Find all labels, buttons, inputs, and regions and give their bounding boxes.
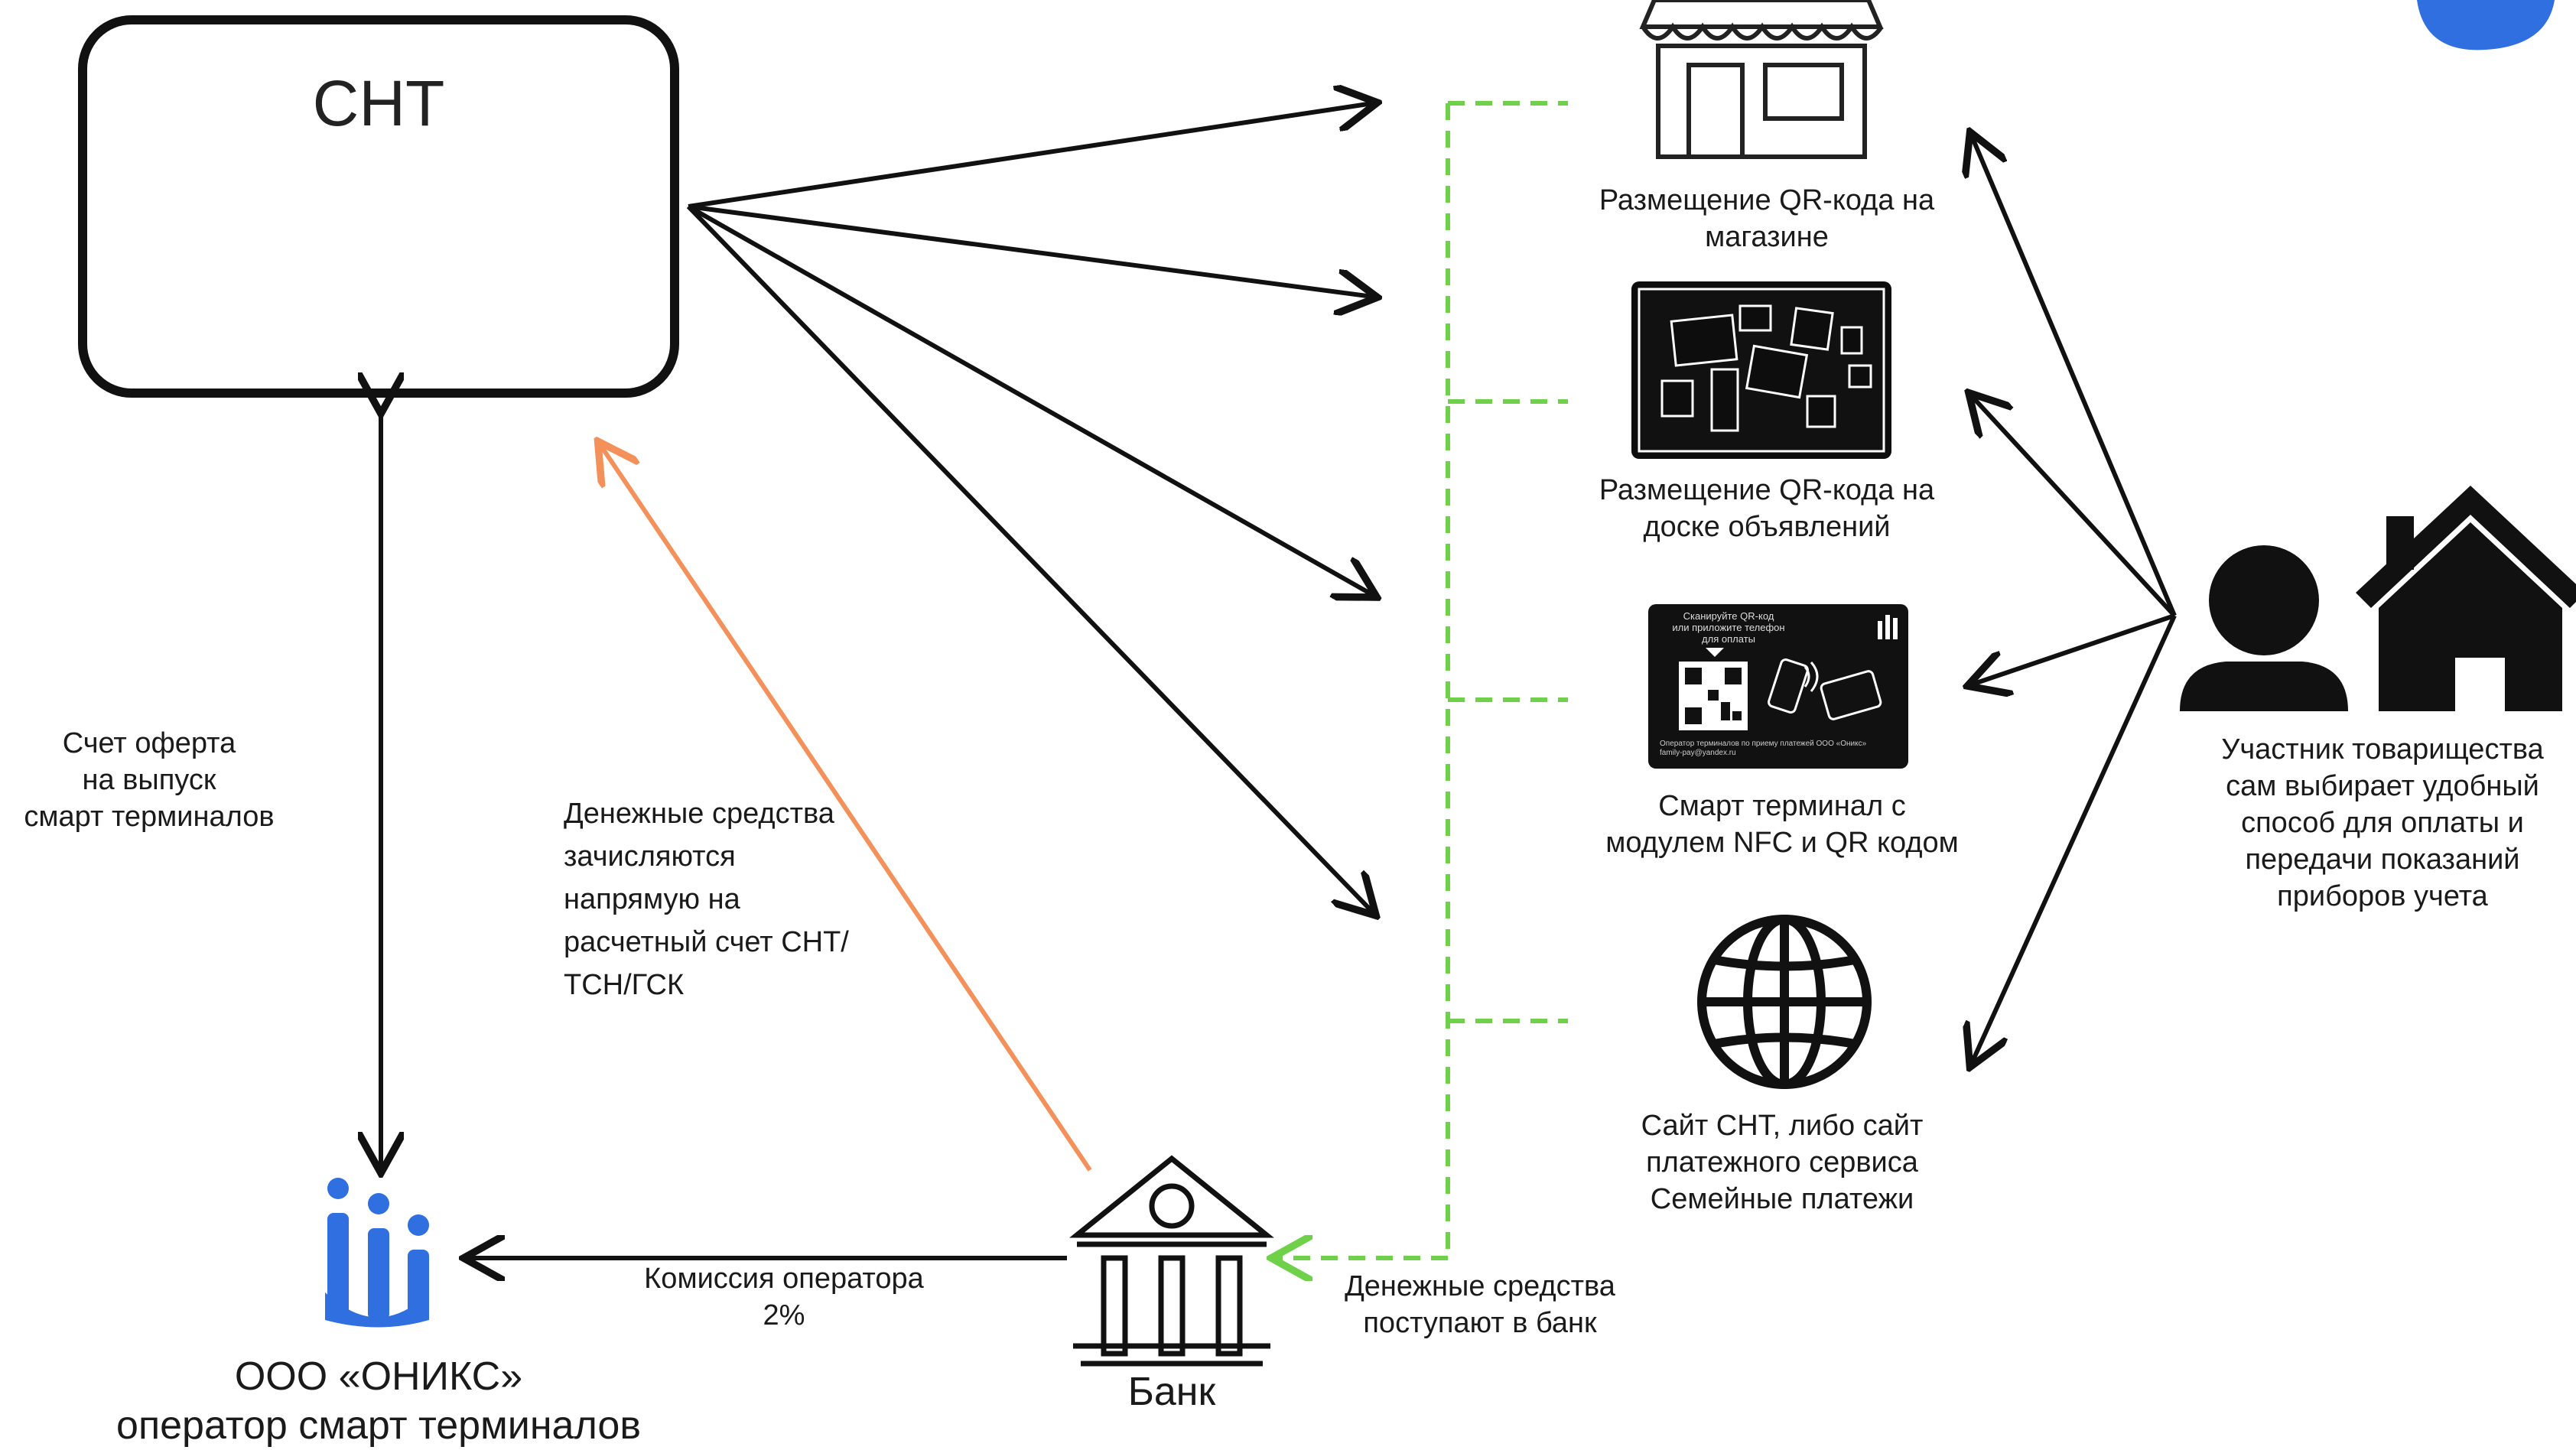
member-icon — [2180, 545, 2348, 711]
commission-label: Комиссия оператора 2% — [644, 1263, 924, 1331]
terminal-card-footer-text: Оператор терминалов по приему платежей О… — [1660, 740, 1867, 748]
onyx-label: ООО «ОНИКС» оператор смарт терминалов — [116, 1354, 641, 1448]
house-icon — [2356, 486, 2576, 711]
terminal-card-line1: Сканируйте QR-код — [1683, 610, 1774, 622]
terminal-card-text: Сканируйте QR-код или приложите телефон … — [1648, 610, 1809, 645]
offer-label: Счет оферта на выпуск смарт терминалов — [24, 727, 275, 833]
terminal-card-line2: или приложите телефон — [1672, 622, 1785, 633]
arrow-snt-to-terminal — [687, 204, 1373, 595]
arrow-member-to-site — [1972, 614, 2177, 1063]
noticeboard-icon — [1631, 281, 1891, 459]
snt-title: СНТ — [312, 67, 445, 139]
globe-icon — [1697, 915, 1872, 1089]
channel-label-terminal: Смарт терминал с модулем NFC и QR кодом — [1605, 790, 1959, 859]
bank-icon — [1069, 1155, 1274, 1367]
arrow-member-to-board — [1972, 396, 2177, 618]
channel-label-board: Размещение QR-кода на доске объявлений — [1599, 474, 1935, 543]
terminal-card-email: family-pay@yandex.ru — [1660, 749, 1736, 757]
store-icon — [1639, 0, 1884, 159]
bank-label: Банк — [1127, 1370, 1216, 1414]
arrow-member-to-terminal — [1972, 613, 2175, 684]
funds-bank-label: Денежные средства поступают в банк — [1345, 1270, 1615, 1339]
arrow-snt-to-site — [686, 204, 1373, 912]
arrow-member-to-store — [1972, 136, 2177, 617]
arrow-bank-to-snt — [600, 445, 1092, 1172]
snt-box: СНТ — [78, 15, 679, 398]
onyx-logo-icon — [325, 1178, 429, 1328]
channel-label-store: Размещение QR-кода на магазине — [1599, 184, 1935, 253]
arrow-snt-to-board — [688, 204, 1373, 297]
terminal-card-line3: для оплаты — [1702, 633, 1755, 645]
terminal-card-footer: Оператор терминалов по приему платежей О… — [1660, 740, 1904, 758]
corner-blob-icon — [2417, 0, 2555, 50]
funds-direct-label: Денежные средства зачисляются напрямую н… — [564, 798, 849, 1001]
arrow-snt-to-store — [688, 103, 1373, 209]
channel-label-site: Сайт СНТ, либо сайт платежного сервиса С… — [1641, 1110, 1924, 1215]
terminal-card-icon — [1648, 604, 1908, 769]
member-label: Участник товарищества сам выбирает удобн… — [2221, 733, 2544, 912]
